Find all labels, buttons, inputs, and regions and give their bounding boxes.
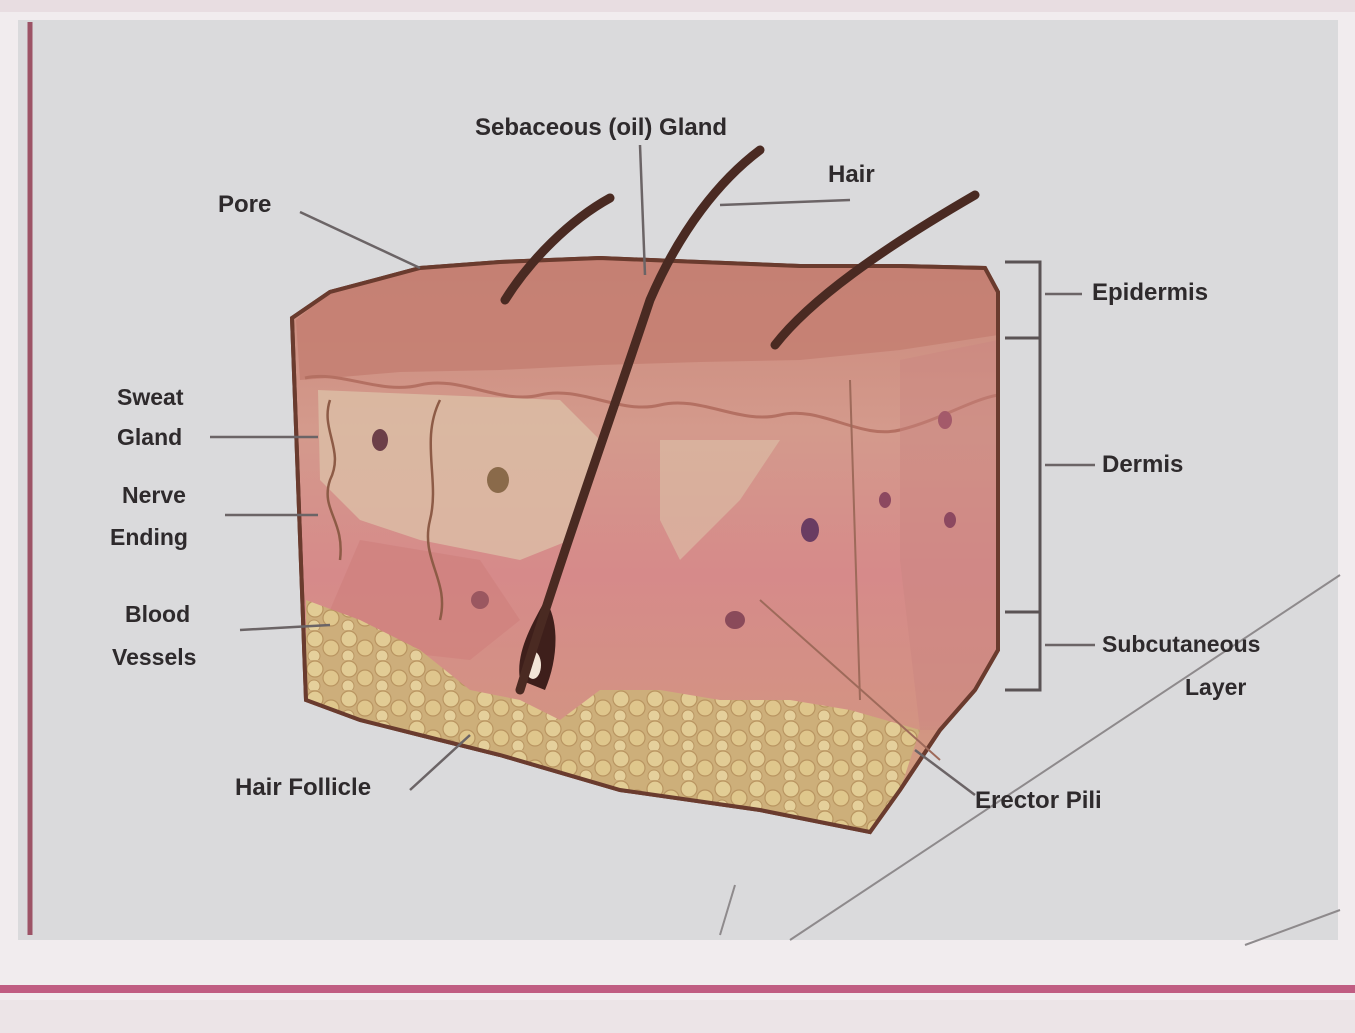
- blood-cell-5: [879, 492, 891, 508]
- sweat-duct: [326, 399, 342, 561]
- blood-cell-4: [725, 611, 745, 629]
- blood-cell-6: [944, 512, 956, 528]
- leader-pore: [299, 210, 421, 270]
- label-nerve-ending-line2: Ending: [110, 524, 188, 550]
- label-pore: Pore: [218, 191, 271, 218]
- label-subcutaneous-line1: Subcutaneous: [1102, 631, 1260, 657]
- top-strip: [0, 0, 1355, 12]
- leader-blood-vessels: [239, 623, 331, 632]
- label-epidermis: Epidermis: [1092, 279, 1208, 306]
- label-dermis: Dermis: [1102, 451, 1183, 478]
- bottom-strip: [0, 1000, 1355, 1033]
- hair-left: [500, 193, 615, 305]
- dermal-papillae: [304, 374, 999, 434]
- label-blood-vessels-line1: Blood: [125, 601, 190, 627]
- blood-cell-2: [471, 591, 489, 609]
- sweat-gland-coil: [487, 467, 509, 493]
- block-side-shade: [900, 340, 998, 730]
- layer-bracket: [1005, 260, 1042, 692]
- stray-line-3: [719, 884, 736, 936]
- erector-pili-muscle: [759, 599, 941, 761]
- dermis-pale-region-2: [660, 440, 780, 560]
- leader-sebaceous: [638, 144, 647, 276]
- blood-cell-3: [801, 518, 819, 542]
- blood-cell-7: [938, 411, 952, 429]
- leader-erector-pili: [914, 749, 976, 796]
- label-hair: Hair: [828, 161, 875, 188]
- label-hair-follicle: Hair Follicle: [235, 774, 371, 801]
- label-sweat-gland-line2: Gland: [117, 424, 182, 450]
- dermis-pale-region: [318, 390, 600, 560]
- label-erector-pili: Erector Pili: [975, 787, 1102, 814]
- leader-hair-follicle: [409, 734, 471, 791]
- label-nerve-ending-line1: Nerve: [122, 482, 186, 508]
- label-subcutaneous-line2: Layer: [1185, 674, 1246, 700]
- bracket-line: [1005, 260, 1042, 692]
- nerve-fiber: [426, 399, 444, 621]
- blood-cell: [372, 429, 388, 451]
- main-hair-shaft: [515, 145, 765, 695]
- label-sweat-gland-line1: Sweat: [117, 384, 184, 410]
- leader-hair: [719, 198, 851, 207]
- label-sebaceous-gland: Sebaceous (oil) Gland: [475, 114, 727, 141]
- stray-line: [789, 574, 1341, 941]
- stray-line-2: [1244, 909, 1341, 946]
- bottom-pink-line: [0, 985, 1355, 993]
- label-blood-vessels-line2: Vessels: [112, 644, 196, 670]
- hair-right: [770, 190, 980, 350]
- leader-lines: [210, 144, 1095, 796]
- subcutaneous-fat: [306, 600, 920, 832]
- erector-pili-fiber: [849, 379, 861, 701]
